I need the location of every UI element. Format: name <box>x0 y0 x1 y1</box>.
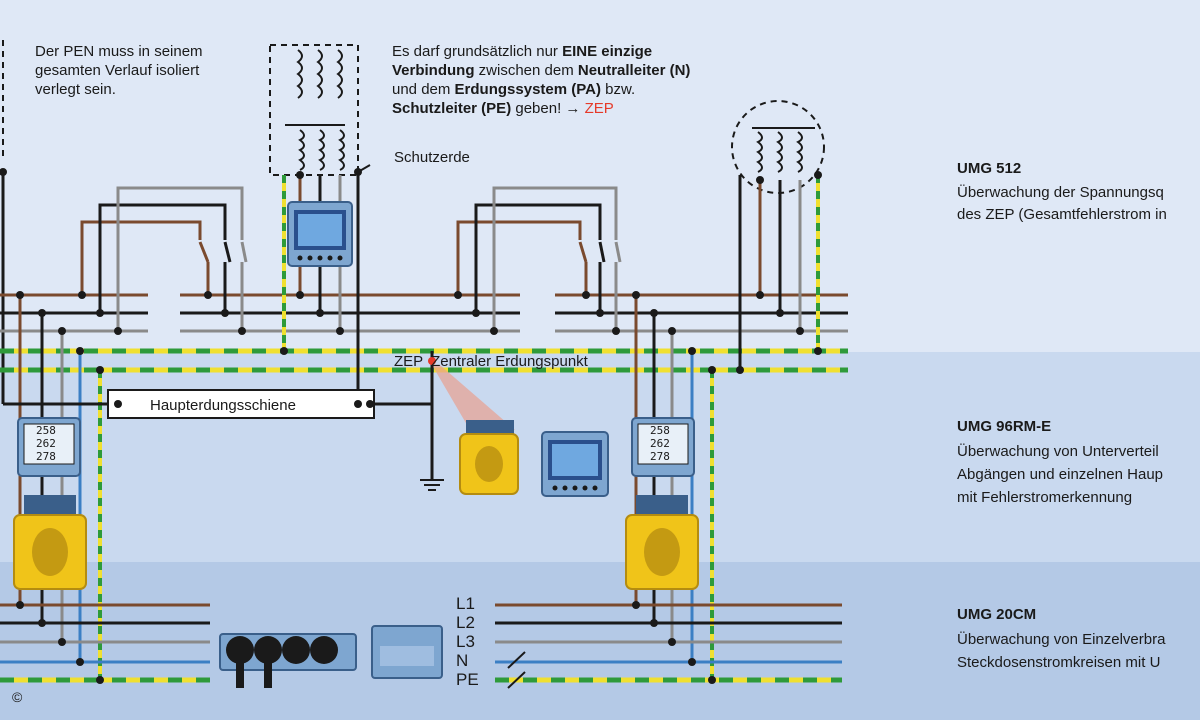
current-transformer-right <box>625 495 699 590</box>
transformer-2-leads <box>738 175 820 370</box>
zep-ground <box>420 351 515 491</box>
zep-note-l4a: Schutzleiter (PE) <box>392 100 512 117</box>
device-desc-umg512-line1: Überwachung der Spannungsq <box>957 184 1164 201</box>
device-title-umg20cm: UMG 20CM <box>957 606 1037 623</box>
haupterdungsschiene-label: Haupterdungsschiene <box>150 397 296 414</box>
meter-left-reading-3: 278 <box>36 450 56 463</box>
zep-note-l1a: Es darf grundsätzlich nur <box>392 43 563 60</box>
device-desc-umg96-line3: mit Fehlerstromerkennung <box>957 489 1133 506</box>
meter-left-reading-1: 258 <box>36 424 56 437</box>
label-n: N <box>456 651 469 670</box>
label-l1: L1 <box>456 594 475 613</box>
meter-right-reading-3: 278 <box>650 450 670 463</box>
device-desc-umg96-line1: Überwachung von Unterverteil <box>957 443 1159 460</box>
label-l3: L3 <box>456 632 475 651</box>
zep-note-l4c: ZEP <box>584 100 614 117</box>
umg20cm-device <box>371 625 443 679</box>
zep-note-l2b: zwischen dem <box>474 62 578 79</box>
busbar-bottom-left <box>0 603 210 683</box>
pen-note-line-2: gesamten Verlauf isoliert <box>35 62 200 79</box>
transformer-2 <box>731 100 825 194</box>
pe-busbars <box>0 348 848 373</box>
pen-note-line-1: Der PEN muss in seinem <box>35 43 203 60</box>
umg96-device-right <box>631 417 695 477</box>
zep-current-transformer <box>459 420 519 495</box>
device-desc-umg20cm-line2: Steckdosenstromkreisen mit U <box>957 654 1161 671</box>
zep-note-l3c: bzw. <box>600 81 636 98</box>
umg96-device-left <box>17 417 81 477</box>
zep-note-l3a: und dem <box>392 81 455 98</box>
busbar-bottom-right <box>495 603 842 689</box>
feeder-switch-1 <box>80 186 248 331</box>
zep-label: ZEP Zentraler Erdungspunkt <box>394 352 588 371</box>
zep-note-l3b: Erdungssystem (PA) <box>454 81 601 98</box>
meter-right-reading-2: 262 <box>650 437 670 450</box>
umg20cm-sensor-bar <box>219 633 357 688</box>
junction-dots <box>0 168 822 684</box>
umg512-device-top <box>287 201 353 267</box>
busbar-top-left <box>0 293 848 333</box>
label-l2: L2 <box>456 613 475 632</box>
transformer-1 <box>269 44 359 176</box>
pen-note-line-3: verlegt sein. <box>35 81 116 98</box>
device-desc-umg96-line2: Abgängen und einzelnen Haup <box>957 466 1164 483</box>
device-desc-umg512-line2: des ZEP (Gesamtfehlerstrom in <box>957 206 1167 223</box>
feeder-switch-2 <box>456 186 622 331</box>
zep-note-l2c: Neutralleiter (N) <box>577 62 691 79</box>
device-desc-umg20cm-line1: Überwachung von Einzelverbra <box>957 631 1166 648</box>
zep-note-l2a: Verbindung <box>392 62 475 79</box>
meter-right-reading-1: 258 <box>650 424 670 437</box>
zep-note-l4b: geben! → <box>511 100 585 117</box>
meter-left-reading-2: 262 <box>36 437 56 450</box>
schutzerde-label: Schutzerde <box>394 149 470 166</box>
current-transformer-left <box>13 495 87 590</box>
zep-long-label: Zentraler Erdungspunkt <box>431 353 588 370</box>
device-title-umg96: UMG 96RM-E <box>957 418 1052 435</box>
zep-short-label: ZEP <box>394 353 423 370</box>
label-pe: PE <box>456 670 479 689</box>
zep-note-l1b: EINE einzige <box>562 43 653 60</box>
zep-rule-note: Es darf grundsätzlich nur EINE einzige V… <box>392 42 690 118</box>
copyright-mark: © <box>12 689 23 705</box>
pen-note: Der PEN muss in seinem gesamten Verlauf … <box>35 42 203 99</box>
umg512-device-zep <box>541 431 609 497</box>
device-title-umg512: UMG 512 <box>957 160 1022 177</box>
